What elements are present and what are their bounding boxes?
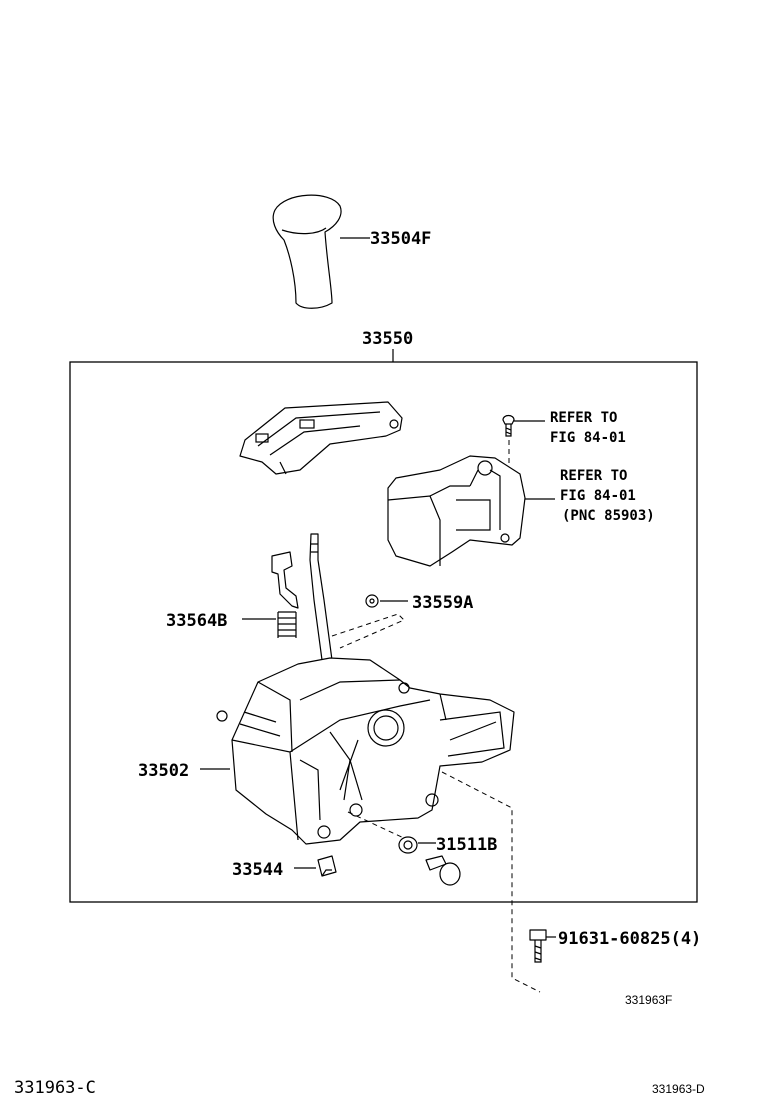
page-code-right: 331963-D (652, 1082, 705, 1096)
block-refer-line3: (PNC 85903) (562, 508, 655, 524)
block-refer-line1: REFER TO (560, 468, 627, 484)
part-number-spring: 33564B (166, 611, 227, 631)
indicator-plate-drawing (239, 401, 403, 475)
figure-code: 331963F (625, 993, 672, 1007)
page-code-left: 331963-C (14, 1078, 96, 1098)
screw-drawing (502, 414, 515, 437)
part-number-bolt: 91631-60825(4) (558, 929, 701, 949)
assembly-frame (69, 361, 698, 903)
detent-clip-drawing (271, 551, 299, 609)
part-number-stopper: 33559A (412, 593, 473, 613)
block-refer-line2: FIG 84-01 (560, 488, 636, 504)
part-number-housing: 33502 (138, 761, 189, 781)
bolt-drawing (529, 929, 547, 963)
part-number-bushing: 31511B (436, 835, 497, 855)
screw-refer-line1: REFER TO (550, 410, 617, 426)
shift-housing-drawing (216, 657, 515, 845)
shift-lock-block-drawing (387, 455, 526, 567)
bushing-drawing (398, 836, 418, 854)
spring-drawing (277, 611, 297, 638)
pin-drawing (425, 855, 461, 886)
screw-refer-line2: FIG 84-01 (550, 430, 626, 446)
part-number-knob: 33504F (370, 229, 431, 249)
plug-drawing (317, 855, 337, 877)
part-number-plug: 33544 (232, 860, 283, 880)
stopper-drawing (365, 594, 379, 608)
part-number-assembly: 33550 (362, 329, 413, 349)
shift-knob-drawing (272, 194, 342, 309)
